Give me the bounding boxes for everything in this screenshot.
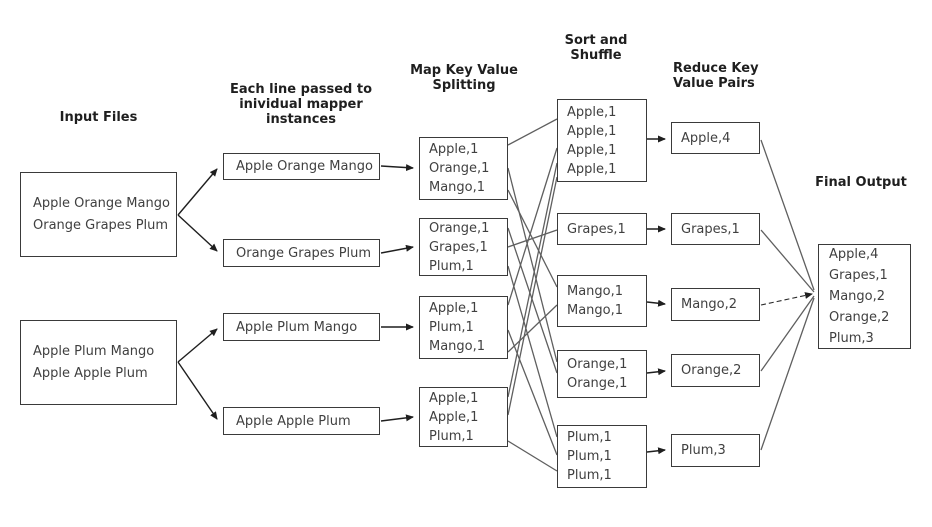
reduce-text-orange: Orange,2 [681, 363, 742, 378]
shuffle-text-plum: Plum,1 Plum,1 Plum,1 [567, 430, 612, 483]
mapper-box-2: Orange Grapes Plum [223, 239, 380, 267]
header-input-files: Input Files [59, 110, 138, 125]
header-map-splitting: Map Key Value Splitting [410, 63, 518, 93]
map-text-1: Apple,1 Orange,1 Mango,1 [429, 142, 490, 195]
reduce-box-grapes: Grapes,1 [671, 213, 760, 245]
shuffle-to-reduce-arrows [646, 135, 666, 455]
shuffle-text-grapes: Grapes,1 [567, 221, 626, 237]
mapper-text-1: Apple Orange Mango [236, 159, 373, 174]
reduce-box-mango: Mango,2 [671, 288, 760, 321]
reduce-to-final-lines [760, 139, 815, 451]
mapper-to-map-arrows [380, 164, 414, 422]
shuffle-box-plum: Plum,1 Plum,1 Plum,1 [557, 425, 647, 488]
mapper-box-1: Apple Orange Mango [223, 153, 380, 180]
input-file-box-2: Apple Plum Mango Apple Apple Plum [20, 320, 177, 405]
input-file-text-1: Apple Orange Mango Orange Grapes Plum [33, 195, 170, 233]
shuffle-text-apple: Apple,1 Apple,1 Apple,1 Apple,1 [567, 104, 617, 177]
shuffle-text-orange: Orange,1 Orange,1 [567, 357, 628, 391]
header-sort-shuffle: Sort and Shuffle [564, 33, 628, 63]
map-box-3: Apple,1 Plum,1 Mango,1 [419, 296, 508, 359]
input-file-text-2: Apple Plum Mango Apple Apple Plum [33, 343, 155, 381]
reduce-text-mango: Mango,2 [681, 297, 738, 312]
mapper-text-4: Apple Apple Plum [236, 413, 351, 429]
mapper-text-2: Orange Grapes Plum [236, 245, 372, 261]
header-mapper: Each line passed to inividual mapper ins… [230, 82, 372, 127]
reduce-text-plum: Plum,3 [681, 443, 726, 458]
shuffle-box-grapes: Grapes,1 [557, 213, 647, 245]
mapper-text-3: Apple Plum Mango [236, 319, 358, 335]
map-to-shuffle-lines [507, 118, 558, 472]
reduce-box-plum: Plum,3 [671, 434, 760, 467]
map-box-1: Apple,1 Orange,1 Mango,1 [419, 137, 508, 200]
map-box-4: Apple,1 Apple,1 Plum,1 [419, 387, 508, 447]
reduce-box-orange: Orange,2 [671, 354, 760, 387]
input-file-box-1: Apple Orange Mango Orange Grapes Plum [20, 172, 177, 257]
reduce-text-grapes: Grapes,1 [681, 221, 740, 237]
map-text-2: Orange,1 Grapes,1 Plum,1 [429, 220, 490, 274]
shuffle-box-orange: Orange,1 Orange,1 [557, 350, 647, 398]
shuffle-box-mango: Mango,1 Mango,1 [557, 275, 647, 327]
map-text-4: Apple,1 Apple,1 Plum,1 [429, 390, 479, 444]
final-output-box: Apple,4 Grapes,1 Mango,2 Orange,2 Plum,3 [818, 244, 911, 349]
map-text-3: Apple,1 Plum,1 Mango,1 [429, 301, 486, 354]
final-output-text: Apple,4 Grapes,1 Mango,2 Orange,2 Plum,3 [829, 247, 890, 346]
header-reduce: Reduce Key Value Pairs [673, 61, 759, 91]
mapper-box-3: Apple Plum Mango [223, 313, 380, 341]
reduce-box-apple: Apple,4 [671, 122, 760, 154]
shuffle-box-apple: Apple,1 Apple,1 Apple,1 Apple,1 [557, 99, 647, 182]
shuffle-text-mango: Mango,1 Mango,1 [567, 284, 624, 318]
mapper-box-4: Apple Apple Plum [223, 407, 380, 435]
reduce-text-apple: Apple,4 [681, 130, 731, 146]
input-to-mapper-arrows [177, 168, 218, 420]
map-box-2: Orange,1 Grapes,1 Plum,1 [419, 218, 508, 276]
header-final-output: Final Output [815, 175, 907, 190]
